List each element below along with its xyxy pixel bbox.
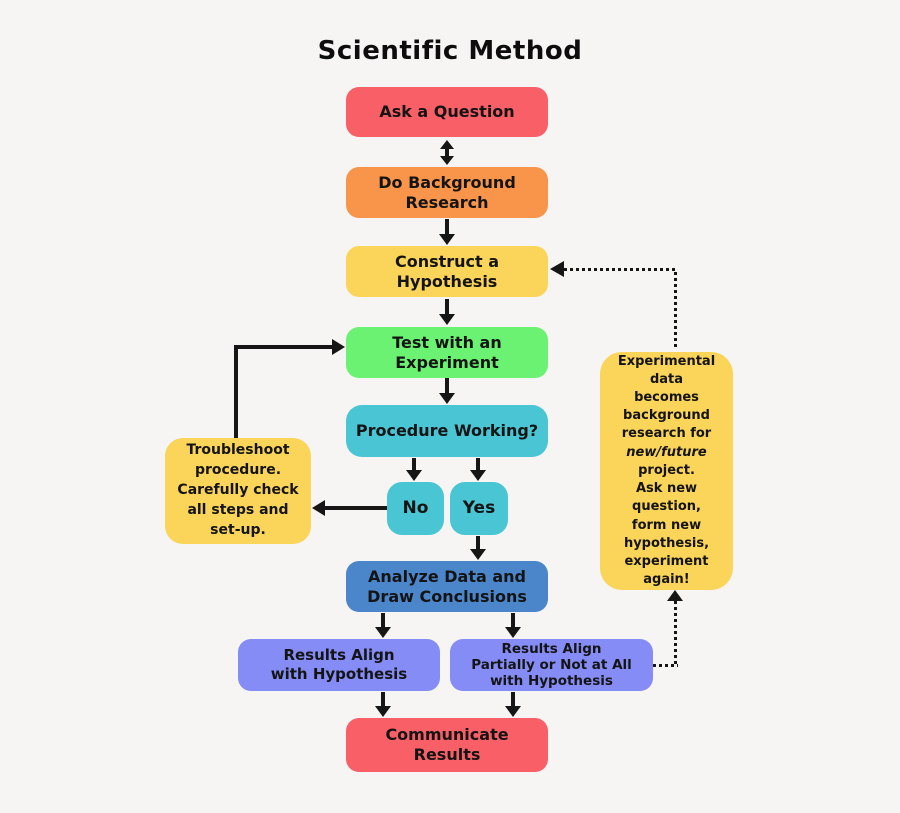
side-note-line: experiment bbox=[624, 553, 709, 569]
node-yes: Yes bbox=[450, 482, 508, 535]
line-troubleshoot-to-experiment bbox=[234, 345, 334, 349]
arrow-hypothesis-to-experiment bbox=[439, 299, 455, 325]
arrow-yes-to-analyze bbox=[470, 536, 486, 560]
node-no: No bbox=[387, 482, 444, 535]
node-construct-hypothesis: Construct a Hypothesis bbox=[346, 246, 548, 297]
arrow-procedure-to-no bbox=[406, 458, 422, 481]
arrow-partial-to-communicate bbox=[505, 692, 521, 717]
diagram-title: Scientific Method bbox=[317, 36, 583, 66]
side-note-line: becomes bbox=[634, 390, 699, 406]
arrow-analyze-to-partial bbox=[505, 613, 521, 638]
side-note-line: form new bbox=[631, 517, 702, 533]
node-communicate-results: Communicate Results bbox=[346, 718, 548, 772]
arrow-experiment-to-procedure bbox=[439, 378, 455, 404]
side-note-line: again! bbox=[643, 572, 690, 588]
arrow-research-to-hypothesis bbox=[439, 219, 455, 245]
dotted-line-note-up bbox=[674, 272, 677, 350]
side-note-line: project. bbox=[638, 462, 695, 478]
node-procedure-working: Procedure Working? bbox=[346, 405, 548, 457]
arrowhead-into-experiment bbox=[332, 339, 345, 355]
node-results-partial: Results Align Partially or Not at All wi… bbox=[450, 639, 653, 691]
node-analyze-data: Analyze Data and Draw Conclusions bbox=[346, 561, 548, 612]
side-note-line: data bbox=[649, 371, 684, 387]
side-note-line: hypothesis, bbox=[623, 535, 710, 551]
note-troubleshoot: Troubleshoot procedure. Carefully check … bbox=[165, 438, 311, 544]
side-note-line: research for bbox=[621, 426, 712, 442]
side-note-line: new/future bbox=[626, 444, 707, 460]
arrow-align-to-communicate bbox=[375, 692, 391, 717]
note-experimental-data: Experimental data becomes background researc… bbox=[600, 352, 733, 590]
line-no-to-troubleshoot bbox=[325, 506, 387, 510]
arrowhead-into-troubleshoot bbox=[312, 500, 325, 516]
node-results-align: Results Align with Hypothesis bbox=[238, 639, 440, 691]
node-background-research: Do Background Research bbox=[346, 167, 548, 218]
side-note-line: question, bbox=[632, 499, 701, 515]
dotted-line-partial-to-note bbox=[653, 664, 678, 667]
dotted-line-to-hypothesis bbox=[564, 268, 676, 271]
arrow-analyze-to-align bbox=[375, 613, 391, 638]
side-note-line: Ask new bbox=[635, 481, 698, 497]
arrow-procedure-to-yes bbox=[470, 458, 486, 481]
arrowhead-into-hypothesis bbox=[550, 261, 564, 277]
arrowhead-into-note bbox=[667, 590, 683, 601]
dotted-line-up-to-note bbox=[674, 601, 677, 664]
arrow-ask-research-bidirectional bbox=[440, 140, 454, 165]
side-note-line: Experimental bbox=[617, 353, 716, 369]
node-ask-a-question: Ask a Question bbox=[346, 87, 548, 137]
node-test-experiment: Test with an Experiment bbox=[346, 327, 548, 378]
side-note-line: background bbox=[623, 408, 710, 424]
line-troubleshoot-up bbox=[234, 345, 238, 438]
